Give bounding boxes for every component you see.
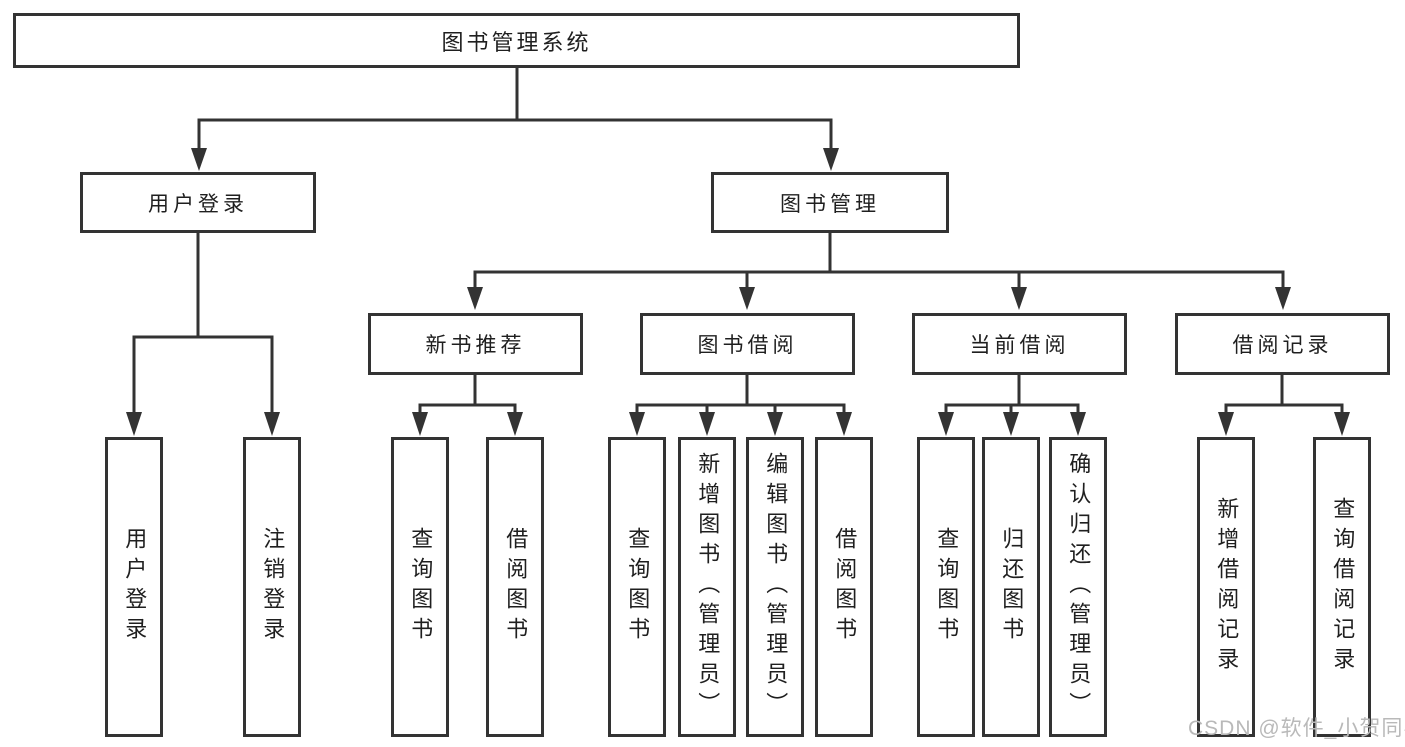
arrowhead [191, 148, 207, 171]
leaf-user-login-label: 用户登录 [122, 527, 148, 647]
leaf-query-books-current-label: 查询图书 [934, 527, 960, 647]
node-borrowing-records-label: 借阅记录 [1232, 334, 1333, 357]
leaf-confirm-return-admin-label: 确认归还（管理员） [1066, 452, 1092, 722]
connector-root [197, 66, 833, 151]
arrowhead [1275, 287, 1291, 310]
leaf-query-books-current: 查询图书 [917, 437, 975, 737]
node-book-borrowing: 图书借阅 [640, 313, 855, 375]
leaf-return-books: 归还图书 [982, 437, 1040, 737]
arrowhead [836, 412, 852, 436]
arrowhead [629, 412, 645, 436]
node-current-borrowing: 当前借阅 [912, 313, 1127, 375]
arrowhead [938, 412, 954, 436]
leaf-query-books-borrowing: 查询图书 [608, 437, 666, 737]
node-new-book-recommend-label: 新书推荐 [425, 334, 526, 357]
arrowhead [126, 412, 142, 436]
node-user-login-label: 用户登录 [148, 192, 248, 216]
leaf-edit-books-admin: 编辑图书（管理员） [746, 437, 804, 737]
arrowhead [767, 412, 783, 436]
arrowhead [1218, 412, 1234, 436]
node-current-borrowing-label: 当前借阅 [969, 334, 1070, 357]
connector-new-book-recommend [418, 373, 517, 416]
leaf-logout-label: 注销登录 [260, 527, 286, 647]
node-root: 图书管理系统 [13, 13, 1020, 68]
watermark: CSDN @软件_小贺同学 [1188, 717, 1405, 740]
leaf-edit-books-admin-label: 编辑图书（管理员） [763, 452, 789, 722]
arrowhead [412, 412, 428, 436]
leaf-borrow-books: 借阅图书 [815, 437, 873, 737]
connector-current-borrowing [944, 373, 1080, 416]
arrowhead [739, 287, 755, 310]
connector-book-management [473, 231, 1285, 290]
leaf-add-books-admin: 新增图书（管理员） [678, 437, 736, 737]
leaf-borrow-books-recommend: 借阅图书 [486, 437, 544, 737]
connector-user-login [132, 231, 274, 416]
arrowhead [699, 412, 715, 436]
node-root-label: 图书管理系统 [441, 29, 592, 55]
leaf-confirm-return-admin: 确认归还（管理员） [1049, 437, 1107, 737]
connector-book-borrowing [635, 373, 846, 416]
arrowheads [126, 148, 1350, 436]
leaf-add-books-admin-label: 新增图书（管理员） [695, 452, 721, 722]
node-new-book-recommend: 新书推荐 [368, 313, 583, 375]
leaf-return-books-label: 归还图书 [999, 527, 1025, 647]
connector-borrowing-records [1224, 373, 1344, 416]
arrowhead [1011, 287, 1027, 310]
leaf-borrow-books-recommend-label: 借阅图书 [503, 527, 529, 647]
arrowhead [264, 412, 280, 436]
leaf-query-books-borrowing-label: 查询图书 [625, 527, 651, 647]
arrowhead [1070, 412, 1086, 436]
leaf-user-login: 用户登录 [105, 437, 163, 737]
node-book-management-label: 图书管理 [780, 192, 880, 216]
node-user-login: 用户登录 [80, 172, 316, 233]
node-book-borrowing-label: 图书借阅 [697, 334, 798, 357]
leaf-query-books-recommend: 查询图书 [391, 437, 449, 737]
arrowhead [1334, 412, 1350, 436]
arrowhead [467, 287, 483, 310]
leaf-add-borrow-record-label: 新增借阅记录 [1214, 497, 1240, 677]
node-borrowing-records: 借阅记录 [1175, 313, 1390, 375]
leaf-borrow-books-label: 借阅图书 [832, 527, 858, 647]
node-book-management: 图书管理 [711, 172, 949, 233]
leaf-query-borrow-record-label: 查询借阅记录 [1330, 497, 1356, 677]
leaf-query-books-recommend-label: 查询图书 [408, 527, 434, 647]
leaf-add-borrow-record: 新增借阅记录 [1197, 437, 1255, 737]
arrowhead [507, 412, 523, 436]
leaf-query-borrow-record: 查询借阅记录 [1313, 437, 1371, 737]
arrowhead [823, 148, 839, 171]
arrowhead [1003, 412, 1019, 436]
leaf-logout: 注销登录 [243, 437, 301, 737]
